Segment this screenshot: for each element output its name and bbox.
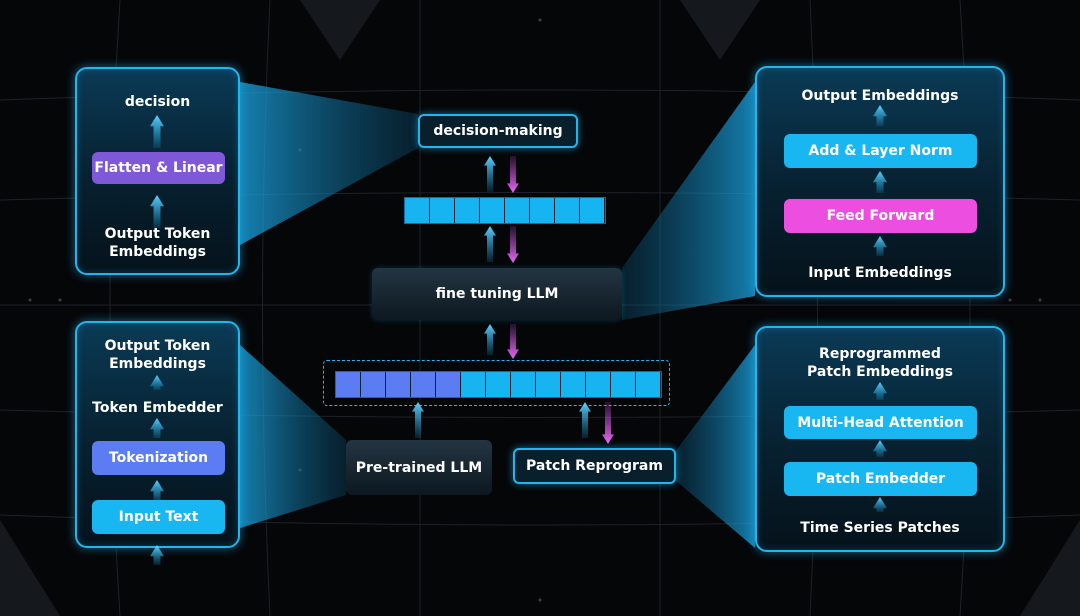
input-token-row <box>335 371 662 398</box>
token-cell <box>530 198 555 223</box>
beam-text <box>240 345 346 528</box>
token-cell <box>505 198 530 223</box>
multi-head-attention-block: Multi-Head Attention <box>784 406 977 439</box>
text-token-cell <box>386 372 411 397</box>
patch-token-cell <box>511 372 536 397</box>
patch-token-cell <box>561 372 586 397</box>
patch-token-cell <box>586 372 611 397</box>
tokenization-block: Tokenization <box>92 441 225 475</box>
beam-transformer <box>622 82 755 320</box>
token-cell <box>580 198 605 223</box>
token-cell <box>430 198 455 223</box>
output-embeddings-label: Output Embeddings <box>801 88 959 104</box>
patch-token-cell <box>461 372 486 397</box>
time-series-patches-label: Time Series Patches <box>800 520 960 536</box>
reprogrammed-patch-embeddings-label: Reprogrammed Patch Embeddings <box>807 346 953 380</box>
decision-panel: decision Flatten & Linear Output Token E… <box>75 67 240 275</box>
input-embeddings-label: Input Embeddings <box>808 265 952 281</box>
output-token-row <box>404 197 606 224</box>
patch-reprogram-node: Patch Reprogram <box>513 448 676 484</box>
patch-panel: Reprogrammed Patch Embeddings Multi-Head… <box>755 326 1005 552</box>
transformer-panel: Output Embeddings Add & Layer Norm Feed … <box>755 66 1005 297</box>
pretrained-llm-node: Pre-trained LLM <box>346 440 492 495</box>
input-token-dashed-frame <box>323 360 670 406</box>
text-token-cell <box>336 372 361 397</box>
feed-forward-block: Feed Forward <box>784 199 977 233</box>
input-text-block: Input Text <box>92 500 225 534</box>
token-cell <box>405 198 430 223</box>
patch-embedder-block: Patch Embedder <box>784 462 977 496</box>
patch-token-cell <box>636 372 661 397</box>
decision-making-node: decision-making <box>418 114 578 148</box>
add-layer-norm-block: Add & Layer Norm <box>784 134 977 168</box>
token-cell <box>455 198 480 223</box>
output-token-embeddings-label-2: Output Token Embeddings <box>104 338 211 372</box>
token-cell <box>555 198 580 223</box>
token-embedder-label: Token Embedder <box>92 400 223 416</box>
flatten-linear-block: Flatten & Linear <box>92 152 225 184</box>
fine-tuning-llm-node: fine tuning LLM <box>372 268 622 320</box>
output-token-embeddings-label: Output Token Embeddings <box>104 226 211 260</box>
patch-token-cell <box>611 372 636 397</box>
text-token-cell <box>436 372 461 397</box>
patch-token-cell <box>486 372 511 397</box>
token-cell <box>480 198 505 223</box>
beam-decision <box>240 82 418 245</box>
decision-label: decision <box>124 94 191 110</box>
text-token-cell <box>361 372 386 397</box>
text-embedding-panel: Output Token Embeddings Token Embedder T… <box>75 321 240 548</box>
text-token-cell <box>411 372 436 397</box>
beam-patch <box>675 345 755 548</box>
patch-token-cell <box>536 372 561 397</box>
